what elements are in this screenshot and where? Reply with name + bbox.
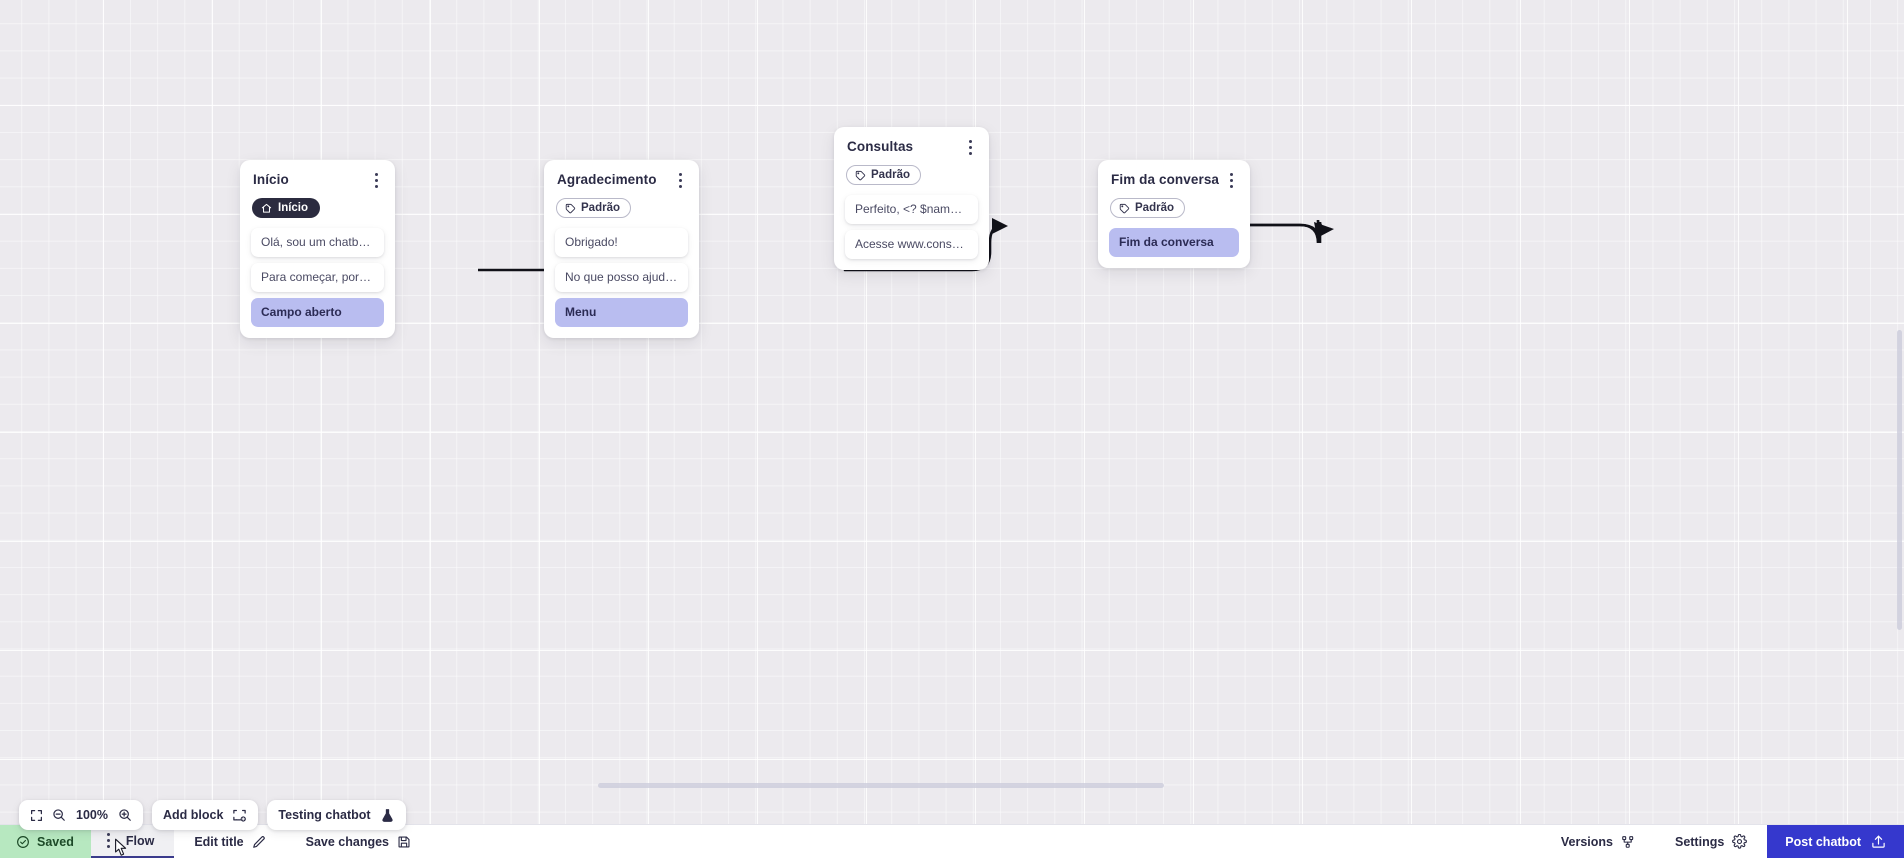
default-badge-label: Padrão xyxy=(581,202,620,214)
zoom-controls[interactable]: 100% xyxy=(19,800,143,830)
node-rows: Olá, sou um chatbot de teste! Para começ… xyxy=(251,227,384,327)
node-badge-row: Início xyxy=(251,198,384,219)
flow-node-agradecimento[interactable]: Agradecimento Padrão Obrigado! No que po… xyxy=(544,160,699,338)
default-badge[interactable]: Padrão xyxy=(846,165,921,185)
settings-label: Settings xyxy=(1674,834,1725,849)
node-header: Fim da conversa xyxy=(1109,172,1239,189)
tab-flow-label: Flow xyxy=(125,833,155,848)
mouse-cursor xyxy=(115,838,127,856)
start-badge-label: Início xyxy=(278,202,309,214)
node-menu-button[interactable] xyxy=(368,171,384,189)
flow-canvas[interactable]: Início Início Olá, sou um chatbot de tes… xyxy=(0,0,1904,824)
add-block-label: Add block xyxy=(163,808,224,822)
post-chatbot-button[interactable]: Post chatbot xyxy=(1767,825,1904,858)
default-badge-label: Padrão xyxy=(1135,202,1174,214)
node-title: Fim da conversa xyxy=(1111,172,1220,187)
node-rows: Obrigado! No que posso ajudar, <? $name … xyxy=(555,227,688,327)
canvas-toolbar: 100% Add block Testing chatbot xyxy=(19,800,406,830)
versions-label: Versions xyxy=(1560,834,1613,849)
node-rows: Perfeito, <? $name ?>! Acesse www.consul… xyxy=(845,194,978,259)
node-title: Início xyxy=(253,172,289,187)
edit-title-label: Edit title xyxy=(194,834,244,849)
node-row-output[interactable]: Menu xyxy=(555,297,688,327)
home-icon xyxy=(261,203,272,213)
settings-button[interactable]: Settings xyxy=(1655,825,1767,858)
node-badge-row: Padrão xyxy=(1109,198,1239,219)
flow-node-inicio[interactable]: Início Início Olá, sou um chatbot de tes… xyxy=(240,160,395,338)
flow-kebab-icon[interactable] xyxy=(101,831,117,849)
node-row[interactable]: Olá, sou um chatbot de teste! xyxy=(251,227,384,257)
flow-node-consultas[interactable]: Consultas Padrão Perfeito, <? $name ?>! … xyxy=(834,127,989,270)
tag-icon xyxy=(855,170,866,180)
testing-chatbot-button[interactable]: Testing chatbot xyxy=(267,800,406,830)
node-row[interactable]: Obrigado! xyxy=(555,227,688,257)
node-title: Agradecimento xyxy=(557,172,657,187)
post-chatbot-label: Post chatbot xyxy=(1785,834,1861,849)
flow-node-fim-da-conversa[interactable]: Fim da conversa Padrão Fim da conversa xyxy=(1098,160,1250,268)
save-changes-label: Save changes xyxy=(305,834,390,849)
node-header: Consultas xyxy=(845,139,978,156)
zoom-out-icon[interactable] xyxy=(52,808,66,822)
floppy-icon xyxy=(397,835,411,849)
node-menu-button[interactable] xyxy=(1223,171,1239,189)
saved-status: Saved xyxy=(0,825,91,858)
gear-icon xyxy=(1732,834,1748,849)
horizontal-scrollbar[interactable] xyxy=(598,783,1164,788)
node-row[interactable]: No que posso ajudar, <? $name ... xyxy=(555,262,688,292)
status-bar-spacer xyxy=(431,825,1541,858)
tag-icon xyxy=(565,203,576,213)
add-block-icon xyxy=(232,808,247,823)
node-badge-row: Padrão xyxy=(845,165,978,186)
add-block-button[interactable]: Add block xyxy=(152,800,259,830)
node-row-output[interactable]: Campo aberto xyxy=(251,297,384,327)
node-header: Início xyxy=(251,172,384,189)
edit-title-button[interactable]: Edit title xyxy=(174,825,285,858)
flask-icon xyxy=(380,808,395,823)
node-row-output[interactable]: Fim da conversa xyxy=(1109,227,1239,257)
branch-icon xyxy=(1621,835,1635,849)
zoom-in-icon[interactable] xyxy=(118,808,132,822)
save-changes-button[interactable]: Save changes xyxy=(286,825,431,858)
testing-chatbot-label: Testing chatbot xyxy=(278,808,371,822)
upload-icon xyxy=(1871,834,1886,849)
node-row[interactable]: Para começar, por favor digite o ... xyxy=(251,262,384,292)
vertical-scrollbar[interactable] xyxy=(1897,330,1902,630)
versions-button[interactable]: Versions xyxy=(1541,825,1655,858)
node-header: Agradecimento xyxy=(555,172,688,189)
default-badge-label: Padrão xyxy=(871,169,910,181)
check-circle-icon xyxy=(16,835,30,849)
zoom-level-value: 100% xyxy=(76,808,108,822)
tab-flow[interactable]: Flow xyxy=(90,825,175,858)
node-rows: Fim da conversa xyxy=(1109,227,1239,257)
saved-label: Saved xyxy=(37,834,74,849)
default-badge[interactable]: Padrão xyxy=(1110,198,1185,218)
default-badge[interactable]: Padrão xyxy=(556,198,631,218)
node-title: Consultas xyxy=(847,139,914,154)
node-menu-button[interactable] xyxy=(672,171,688,189)
fit-screen-icon[interactable] xyxy=(30,809,43,822)
pencil-icon xyxy=(252,835,266,849)
start-badge[interactable]: Início xyxy=(252,198,321,218)
node-badge-row: Padrão xyxy=(555,198,688,219)
node-row[interactable]: Acesse www.consultas.com par... xyxy=(845,229,978,259)
connector-edges xyxy=(478,218,1334,278)
node-row[interactable]: Perfeito, <? $name ?>! xyxy=(845,194,978,224)
tag-icon xyxy=(1119,203,1130,213)
node-menu-button[interactable] xyxy=(962,138,978,156)
